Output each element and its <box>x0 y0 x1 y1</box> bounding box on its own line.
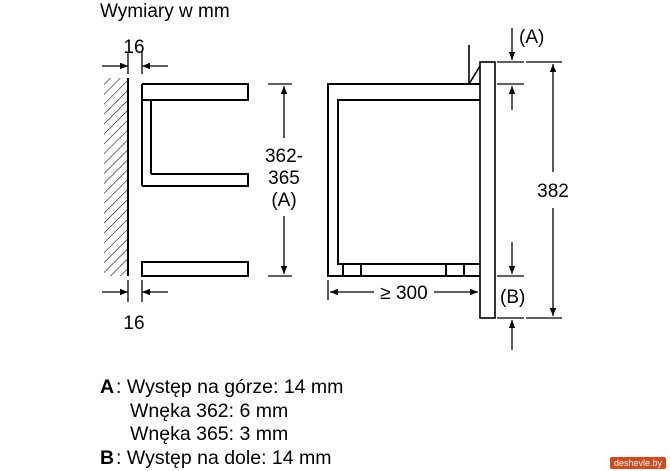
top-projection-reference: (A) <box>519 27 544 48</box>
niche-height-dimension <box>268 83 292 277</box>
total-height-dimension <box>526 61 562 319</box>
depth-dimension <box>327 280 478 300</box>
niche-height-value-line2: 365 <box>268 168 300 189</box>
niche-height-reference: (A) <box>271 190 296 211</box>
legend-row-a-niche-365: Wnęka 365: 3 mm <box>130 423 289 445</box>
side-view <box>104 78 249 277</box>
legend-row-a-niche-362: Wnęka 362: 6 mm <box>130 399 289 422</box>
legend-text-b: : Występ na dole: 14 mm <box>116 446 332 469</box>
depth-value: ≥ 300 <box>380 283 427 304</box>
top-projection-dimension <box>497 28 524 110</box>
left-dimension-top <box>102 52 168 74</box>
watermark: deshevle.by <box>609 457 666 469</box>
left-dimension-top-value: 16 <box>123 37 144 58</box>
appliance-foot-left <box>342 263 362 277</box>
appliance-view <box>327 45 496 319</box>
legend-key-a: A <box>100 376 115 398</box>
cabinet-top-board <box>142 83 249 101</box>
mounting-bracket-slope <box>468 65 481 85</box>
legend-key-b: B <box>100 446 115 469</box>
left-dimension-bottom-value: 16 <box>123 313 144 334</box>
cabinet-side-board <box>141 84 152 186</box>
legend-text-a: : Występ na górze: 14 mm <box>116 376 344 398</box>
left-dimension-bottom <box>102 280 168 302</box>
appliance-inner-cavity <box>337 99 480 265</box>
total-height-value: 382 <box>537 181 569 202</box>
bottom-projection-reference: (B) <box>500 287 525 308</box>
wall-hatching <box>104 78 128 276</box>
appliance-front-panel <box>479 61 496 319</box>
cabinet-inner-shelf <box>142 173 249 187</box>
legend-row-b: B: Występ na dole: 14 mm <box>100 447 343 471</box>
bottom-projection-dimension <box>497 242 524 350</box>
appliance-outer-body <box>327 83 480 277</box>
legend: A: Występ na górze: 14 mm Wnęka 362: 6 m… <box>100 376 343 470</box>
legend-row-a: A: Występ na górze: 14 mm <box>100 376 343 400</box>
drawing-title: Wymiary w mm <box>100 1 230 22</box>
appliance-foot-right <box>445 263 465 277</box>
niche-height-value-line1: 362- <box>265 146 303 167</box>
cabinet-bottom-board <box>141 261 249 277</box>
